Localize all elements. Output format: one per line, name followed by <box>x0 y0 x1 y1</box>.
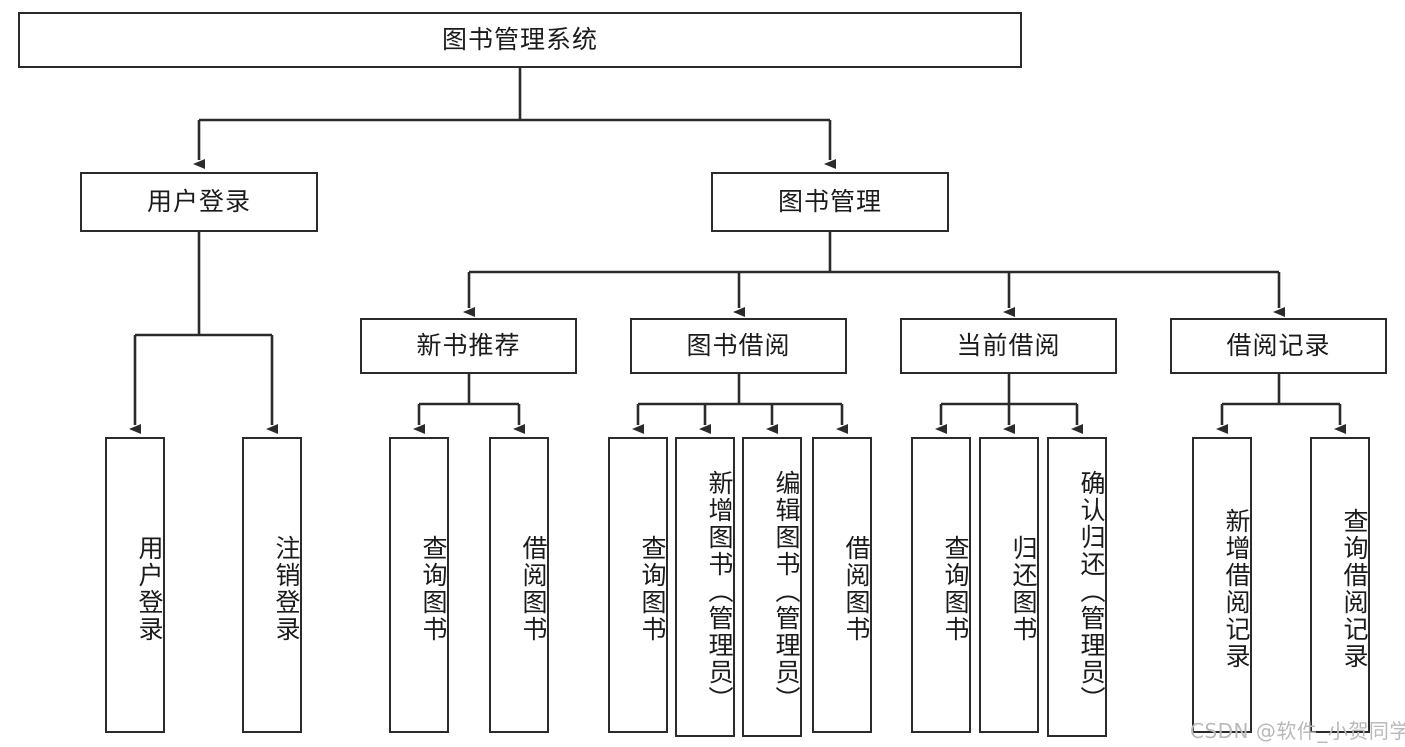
leaf-query-book-borrow[interactable]: 查询图书 <box>608 437 668 733</box>
node-current-borrow[interactable]: 当前借阅 <box>900 318 1117 374</box>
leaf-add-borrow-record[interactable]: 新增借阅记录 <box>1192 437 1252 733</box>
leaf-query-borrow-record[interactable]: 查询借阅记录 <box>1310 437 1370 733</box>
node-root-book-management-system[interactable]: 图书管理系统 <box>18 12 1022 68</box>
node-label: 新增借阅记录 <box>1222 508 1251 670</box>
node-new-book-recommend[interactable]: 新书推荐 <box>360 318 577 374</box>
leaf-logout-login[interactable]: 注销登录 <box>242 437 302 733</box>
node-label: 查询图书 <box>419 535 448 643</box>
leaf-confirm-return-admin[interactable]: 确认归还（管理员） <box>1047 437 1107 737</box>
csdn-watermark: CSDN @软件_小贺同学 <box>1190 719 1405 743</box>
leaf-edit-book-admin[interactable]: 编辑图书（管理员） <box>742 437 802 737</box>
node-label: 图书管理系统 <box>441 25 598 55</box>
node-label: 借阅图书 <box>519 535 548 643</box>
node-label: 查询借阅记录 <box>1340 508 1369 670</box>
node-label: 确认归还（管理员） <box>1077 469 1106 713</box>
node-book-borrow[interactable]: 图书借阅 <box>630 318 847 374</box>
node-user-login[interactable]: 用户登录 <box>80 172 318 232</box>
node-label: 用户登录 <box>146 187 251 217</box>
node-borrow-record[interactable]: 借阅记录 <box>1170 318 1387 374</box>
leaf-user-login[interactable]: 用户登录 <box>105 437 165 733</box>
node-label: 借阅记录 <box>1226 331 1331 361</box>
node-book-manage[interactable]: 图书管理 <box>711 172 949 232</box>
node-label: 用户登录 <box>135 535 164 643</box>
node-label: 查询图书 <box>941 535 970 643</box>
node-label: 查询图书 <box>638 535 667 643</box>
node-label: 归还图书 <box>1009 535 1038 643</box>
node-label: 新增图书（管理员） <box>705 469 734 713</box>
node-label: 当前借阅 <box>956 331 1061 361</box>
node-label: 图书管理 <box>777 187 882 217</box>
leaf-return-book[interactable]: 归还图书 <box>979 437 1039 733</box>
leaf-borrow-book-recommend[interactable]: 借阅图书 <box>489 437 549 733</box>
node-label: 注销登录 <box>272 535 301 643</box>
node-label: 借阅图书 <box>842 535 871 643</box>
leaf-query-book-recommend[interactable]: 查询图书 <box>389 437 449 733</box>
node-label: 新书推荐 <box>416 331 521 361</box>
node-label: 编辑图书（管理员） <box>772 469 801 713</box>
leaf-borrow-book-borrow[interactable]: 借阅图书 <box>812 437 872 733</box>
leaf-add-book-admin[interactable]: 新增图书（管理员） <box>675 437 735 737</box>
node-label: 图书借阅 <box>686 331 791 361</box>
leaf-query-book-current[interactable]: 查询图书 <box>911 437 971 733</box>
